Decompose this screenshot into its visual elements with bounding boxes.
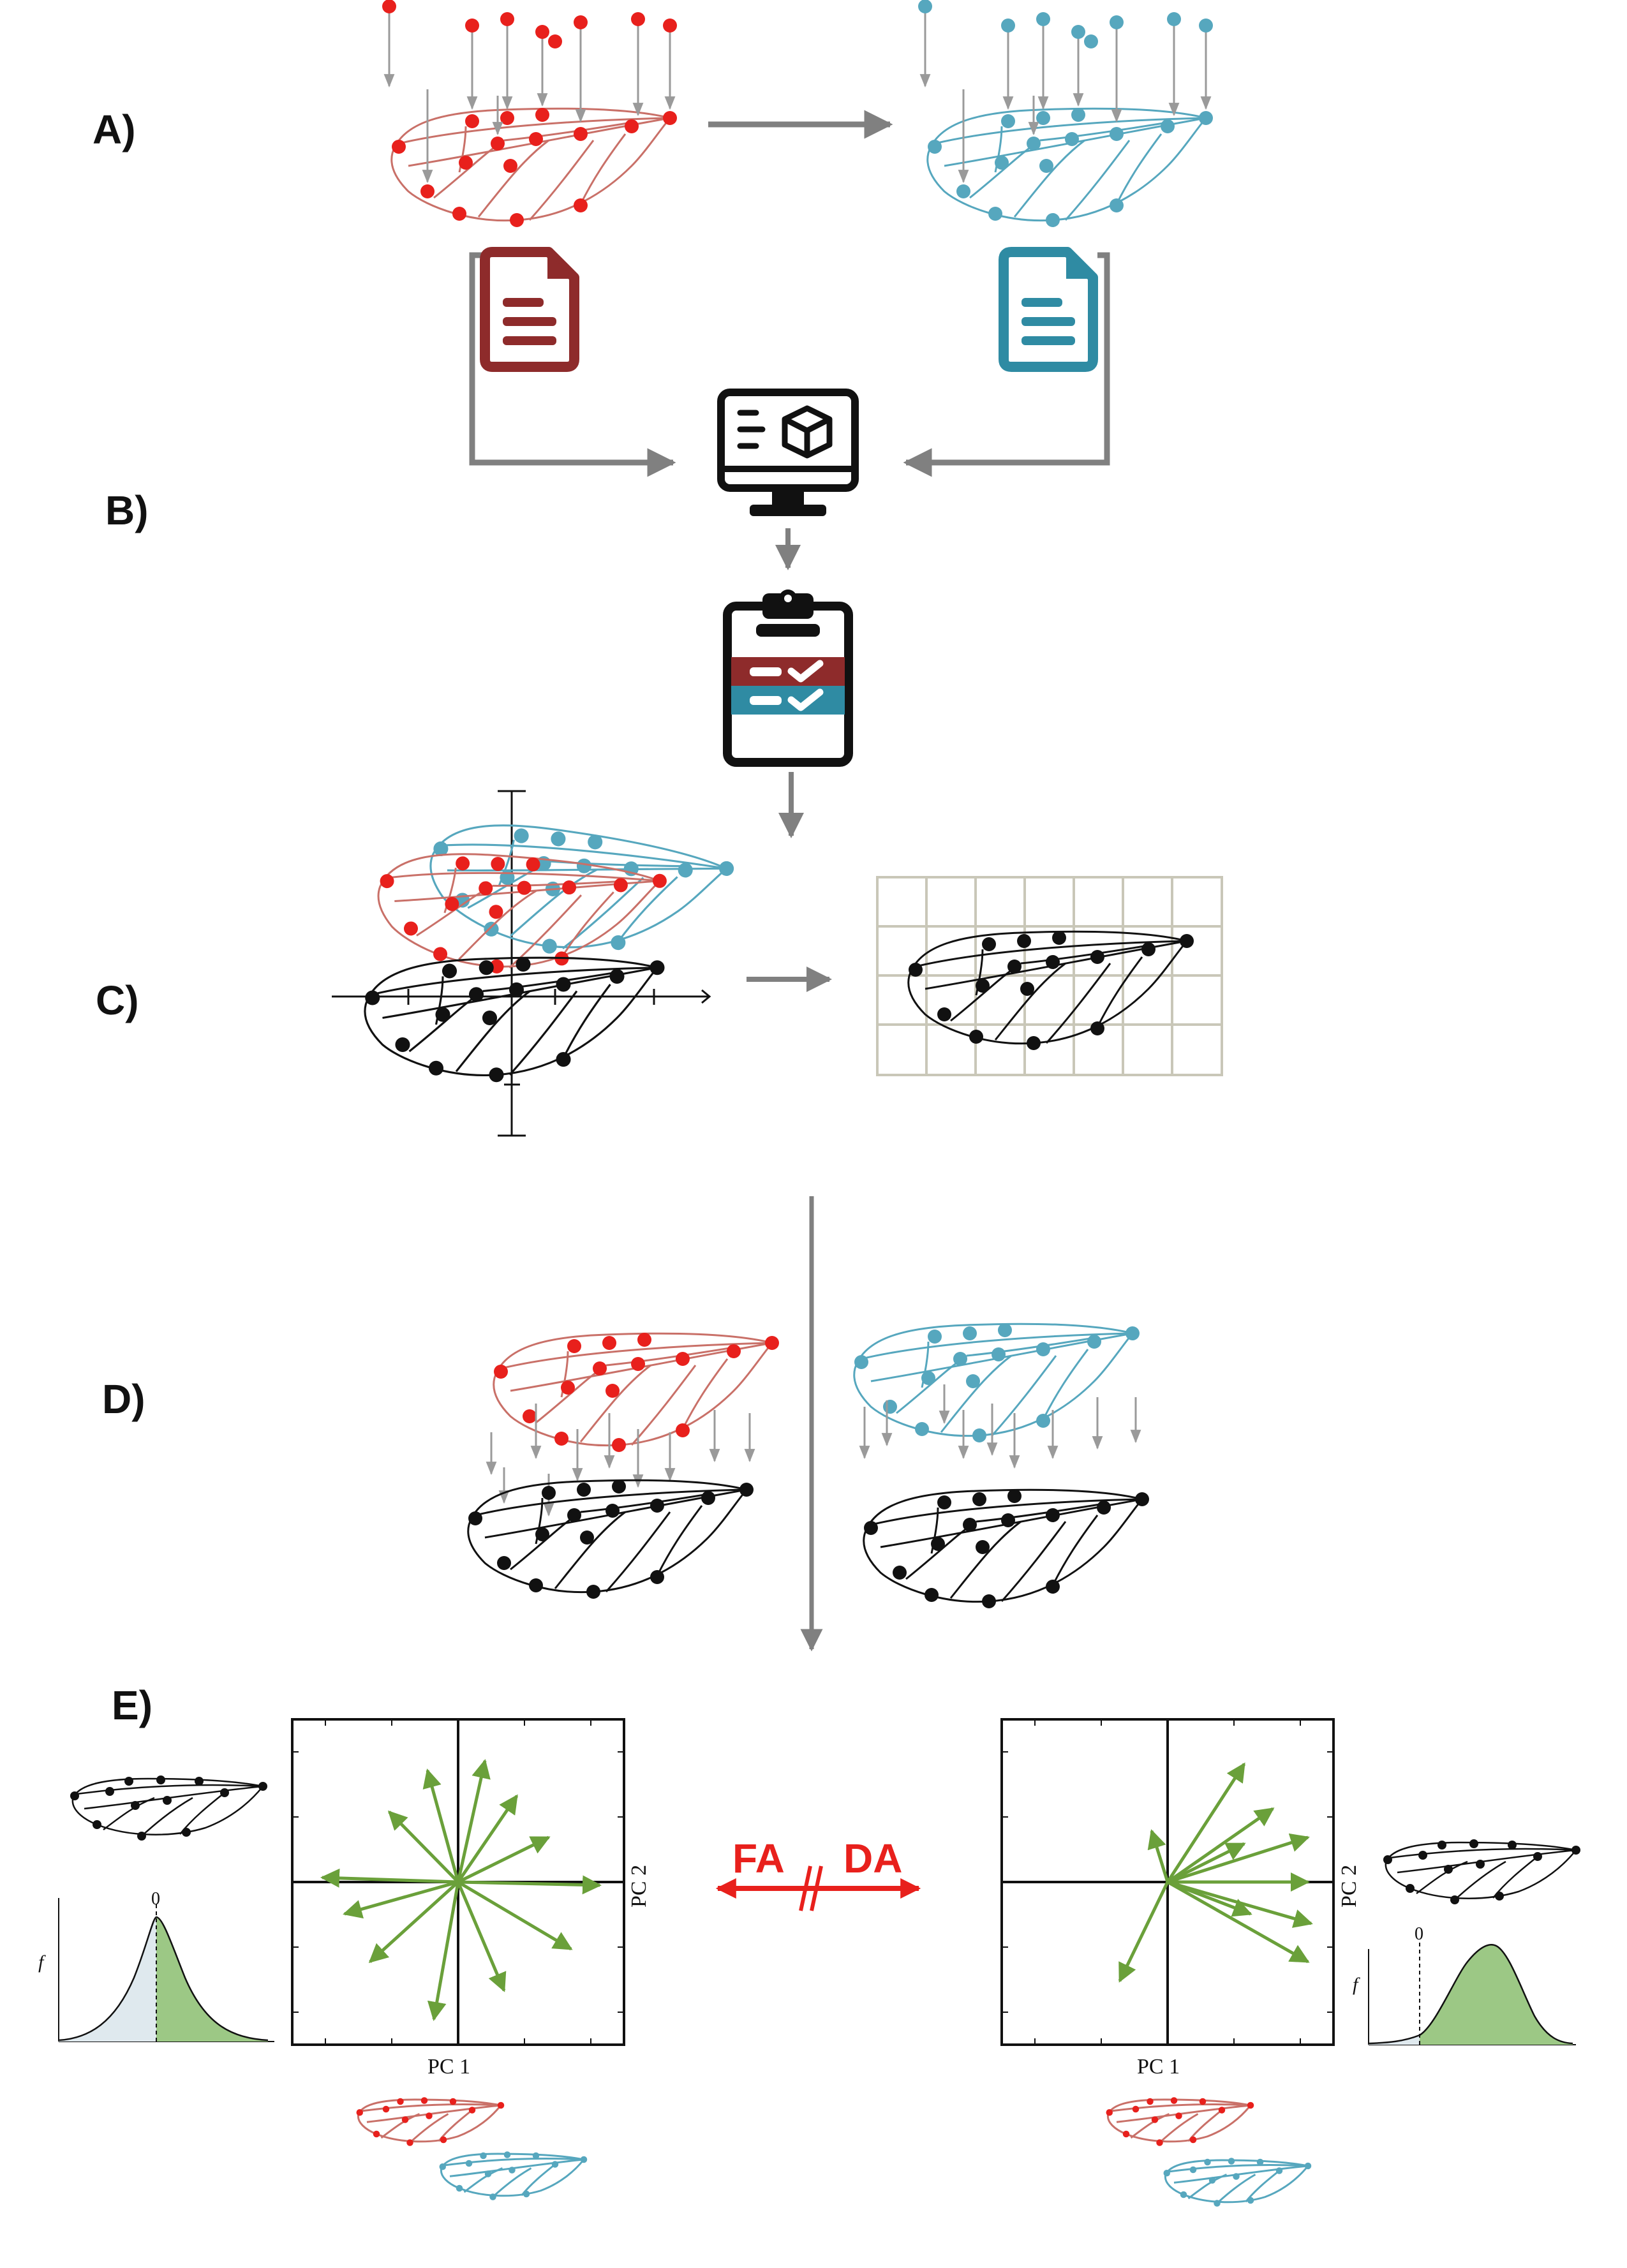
step-label-b: B) [105, 487, 149, 533]
arrow-blue-to-computer [903, 252, 1110, 477]
arrow-red-to-computer [469, 252, 676, 477]
wing-red-landmarks [382, 0, 677, 227]
da-label: DA [843, 1835, 902, 1881]
step-label-e: E) [112, 1682, 152, 1728]
pca-right-xlabel: PC 1 [1137, 2055, 1180, 2079]
wing-pair-bottom-left [356, 2097, 588, 2200]
f-label-left: f [38, 1952, 46, 1973]
document-icon [999, 247, 1098, 372]
wing-small-black-left [70, 1775, 267, 1841]
wing-black-deviation-left [467, 1479, 754, 1599]
wing-pair-bottom-right [1106, 2097, 1312, 2207]
zero-label-left: 0 [151, 1889, 160, 1909]
pca-right-ylabel: PC 2 [1337, 1865, 1361, 1908]
distribution-shifted: 0 f [1353, 1924, 1576, 2045]
f-label-right: f [1353, 1974, 1360, 1995]
wing-small-black-right [1383, 1839, 1580, 1904]
shape-grid [876, 876, 1223, 1076]
wing-blue-superimposed [419, 806, 736, 983]
wing-blue-landmarks [918, 0, 1213, 227]
deviation-arrows-blue [859, 1384, 1141, 1469]
zero-label-right: 0 [1415, 1924, 1423, 1944]
pca-left-ylabel: PC 2 [627, 1865, 651, 1908]
document-icon [480, 247, 579, 372]
wing-black-consensus [364, 956, 665, 1083]
computer-3d-icon [717, 389, 859, 516]
clipboard-checklist-icon [723, 589, 853, 767]
distribution-symmetric: 0 f [38, 1889, 274, 2042]
deviation-arrows-red [486, 1404, 755, 1517]
pca-plot-left: PC 1 PC 2 [291, 1718, 651, 2079]
step-label-c: C) [96, 977, 139, 1023]
fa-label: FA [732, 1835, 785, 1881]
pca-plot-right: PC 1 PC 2 [1000, 1718, 1361, 2079]
wing-black-grid [907, 930, 1194, 1050]
pca-left-xlabel: PC 1 [427, 2055, 470, 2079]
wing-black-deviation-right [863, 1488, 1149, 1608]
step-label-d: D) [102, 1376, 145, 1422]
step-label-a: A) [93, 107, 136, 152]
fa-da-comparison: FA DA [715, 1835, 921, 1911]
